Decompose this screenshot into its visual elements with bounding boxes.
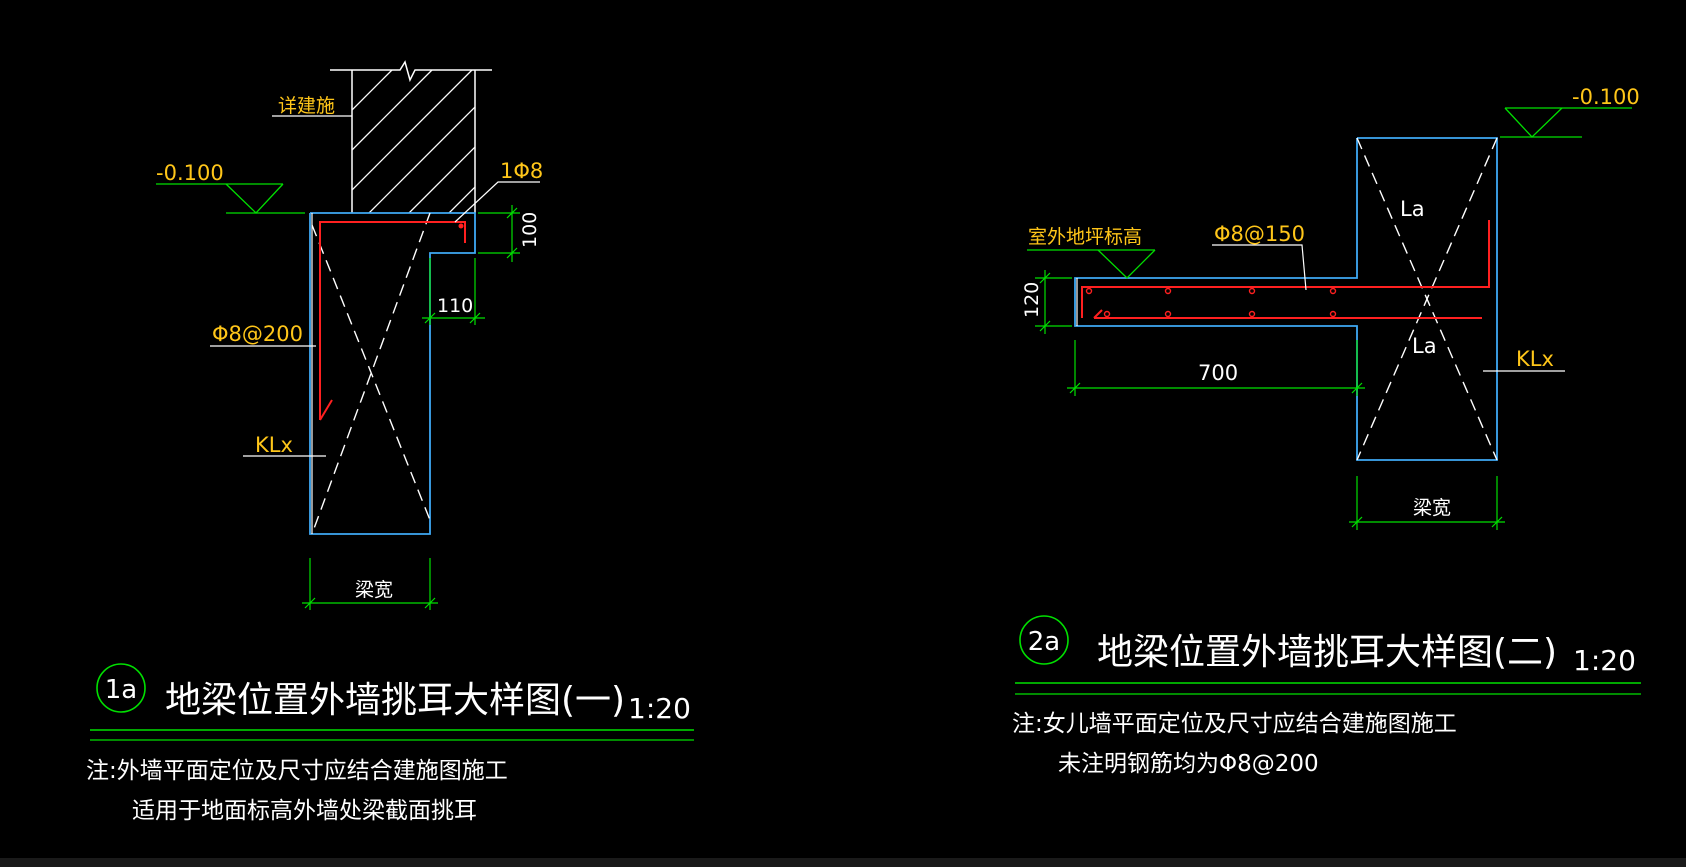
detail-badge-1-text: 1a <box>105 675 137 705</box>
ear-rebar-dots <box>1085 287 1337 318</box>
note-2-line-2: 未注明钢筋均为Φ8@200 <box>1058 751 1319 777</box>
dim-120 <box>1035 270 1072 334</box>
dim-120-label: 120 <box>1021 282 1043 318</box>
dim-110-label: 110 <box>437 295 473 317</box>
detail-2: -0.100 室外地坪标高 Φ8@150 La La 120 700 KLx 梁… <box>1012 85 1641 777</box>
detail-badge-2 <box>1019 615 1069 665</box>
beam-cross-dashed-2 <box>1356 137 1498 461</box>
detail-title-1: 地梁位置外墙挑耳大样图(一) <box>165 680 625 721</box>
title-block-1: 1a 地梁位置外墙挑耳大样图(一) 1:20 注:外墙平面定位及尺寸应结合建施图… <box>86 663 694 824</box>
detail-badge-1 <box>96 663 146 713</box>
beam-width-label-1: 梁宽 <box>355 579 393 601</box>
elevation-label-2: -0.100 <box>1572 85 1640 109</box>
dim-100 <box>478 205 520 262</box>
la-label-top: La <box>1400 197 1425 221</box>
dim-100-label: 100 <box>519 212 541 248</box>
beam-label-2: KLx <box>1516 347 1554 371</box>
rebar-dot <box>458 223 464 229</box>
detail-title-2: 地梁位置外墙挑耳大样图(二) <box>1097 632 1557 673</box>
dim-700 <box>1067 340 1365 396</box>
beam-cross-dashed <box>311 212 431 535</box>
detail-badge-2-text: 2a <box>1028 627 1060 657</box>
elevation-symbol-2 <box>1500 107 1632 138</box>
scale-2: 1:20 <box>1573 644 1636 677</box>
rebar-top-label: 1Φ8 <box>500 159 543 183</box>
ground-level-symbol <box>1027 249 1156 279</box>
beam-label-1: KLx <box>255 433 293 457</box>
dim-beam-width-2 <box>1349 476 1505 530</box>
dim-beam-width-1 <box>302 558 438 610</box>
bottom-border <box>0 858 1686 867</box>
rebar-label-2: Φ8@150 <box>1214 222 1305 246</box>
wall-ref-label: 详建施 <box>278 95 335 117</box>
note-1-line-1: 注:外墙平面定位及尺寸应结合建施图施工 <box>86 758 508 784</box>
beam-and-ear-outline <box>1074 137 1498 461</box>
dim-110 <box>422 258 485 325</box>
beam-outline <box>309 212 476 535</box>
la-label-bottom: La <box>1412 334 1437 358</box>
elevation-symbol-1 <box>156 183 305 214</box>
rebar-stirrup <box>319 221 466 421</box>
note-1-line-2: 适用于地面标高外墙处梁截面挑耳 <box>132 798 477 824</box>
wall-section-hatched <box>330 60 492 213</box>
elevation-label-1: -0.100 <box>156 161 224 185</box>
stirrup-label: Φ8@200 <box>212 322 303 346</box>
dim-700-label: 700 <box>1198 361 1238 385</box>
note-2-line-1: 注:女儿墙平面定位及尺寸应结合建施图施工 <box>1012 711 1457 737</box>
detail-1: 详建施 -0.100 1Φ8 100 110 Φ8@200 KLx 梁宽 1a … <box>86 60 694 824</box>
scale-1: 1:20 <box>628 692 691 725</box>
ground-level-label: 室外地坪标高 <box>1028 226 1142 248</box>
beam-width-label-2: 梁宽 <box>1413 497 1451 519</box>
ear-rebars <box>1081 220 1490 319</box>
title-block-2: 2a 地梁位置外墙挑耳大样图(二) 1:20 注:女儿墙平面定位及尺寸应结合建施… <box>1012 615 1641 777</box>
